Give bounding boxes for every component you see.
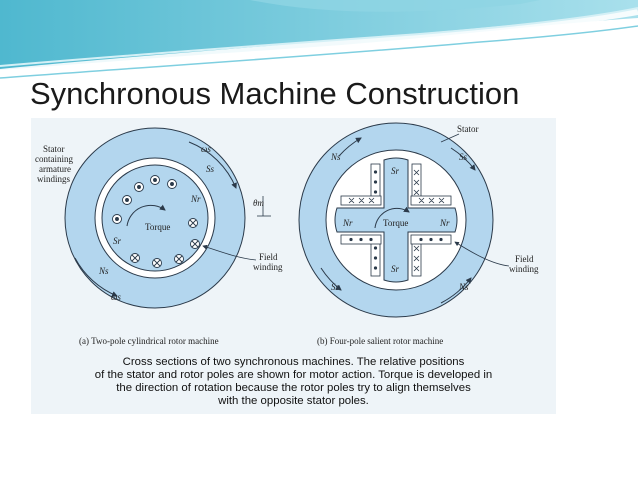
stator-label-a-line3: armature <box>39 164 71 174</box>
rotation-arrow-bottom-a <box>74 257 118 297</box>
sr-label-a: Sr <box>113 236 122 246</box>
figure-caption-line3: the direction of rotation because the ro… <box>116 382 471 394</box>
rotation-arrow-br-b <box>440 277 472 304</box>
omega-s-bottom-a: ωs <box>111 292 121 302</box>
torque-arrow-a <box>126 204 166 227</box>
field-winding-pointer-b <box>454 241 510 267</box>
field-winding-label-a-line2: winding <box>253 262 283 272</box>
figure-caption-line2: of the stator and rotor poles are shown … <box>94 369 493 381</box>
caption-b: (b) Four-pole salient rotor machine <box>317 336 443 346</box>
diagram-b-salient-rotor: Torque Sr Sr Nr Nr Ns Ss Ss Ns Stator Fi… <box>298 122 539 346</box>
sr-top-label-b: Sr <box>391 166 400 176</box>
figure-caption: Cross sections of two synchronous machin… <box>31 356 556 408</box>
field-winding-pointer-a <box>202 244 257 261</box>
coil-marks-b <box>349 170 443 270</box>
header-banner <box>0 0 638 79</box>
stator-label-a-line4: windings <box>37 174 71 184</box>
ss-bottom-label-b: Ss <box>331 282 340 292</box>
stator-pointer-b <box>440 133 460 143</box>
diagram-a-cylindrical-rotor: Torque Nr Sr ωs Ss Ns ωs θm Stator conta… <box>35 127 283 346</box>
ss-label-a: Ss <box>206 164 215 174</box>
ns-label-a: Ns <box>98 266 109 276</box>
field-winding-label-b-line1: Field <box>515 254 534 264</box>
figure-caption-line4: with the opposite stator poles. <box>218 395 369 407</box>
torque-label-a: Torque <box>145 222 170 232</box>
torque-arrow-b <box>374 206 410 229</box>
stator-label-b: Stator <box>457 124 479 134</box>
rotation-arrow-top-a <box>188 141 237 189</box>
sr-bottom-label-b: Sr <box>391 264 400 274</box>
machine-diagrams: Torque Nr Sr ωs Ss Ns ωs θm Stator conta… <box>35 122 539 346</box>
stator-label-a-line1: Stator <box>43 144 65 154</box>
field-winding-label-b-line2: winding <box>509 264 539 274</box>
slide-title: Synchronous Machine Construction <box>30 76 520 111</box>
theta-m-label-a: θm <box>253 198 264 208</box>
rotation-arrow-tl-b <box>338 137 362 157</box>
nr-right-label-b: Nr <box>439 218 450 228</box>
rotation-arrow-bl-b <box>320 267 342 291</box>
rotation-arrow-tr-b <box>450 147 476 171</box>
field-winding-label-a-line1: Field <box>259 252 278 262</box>
caption-a: (a) Two-pole cylindrical rotor machine <box>79 336 219 346</box>
ns-top-label-b: Ns <box>330 152 341 162</box>
omega-s-top-a: ωs <box>201 144 211 154</box>
nr-left-label-b: Nr <box>342 218 353 228</box>
rotor-b <box>334 157 458 283</box>
nr-label-a: Nr <box>190 194 201 204</box>
figure-caption-line1: Cross sections of two synchronous machin… <box>122 356 465 368</box>
rotor-conductors-a <box>112 175 200 268</box>
coil-crosses-b <box>348 169 445 272</box>
stator-label-a-line2: containing <box>35 154 73 164</box>
rotor-a <box>101 164 209 272</box>
torque-label-b: Torque <box>383 218 408 228</box>
